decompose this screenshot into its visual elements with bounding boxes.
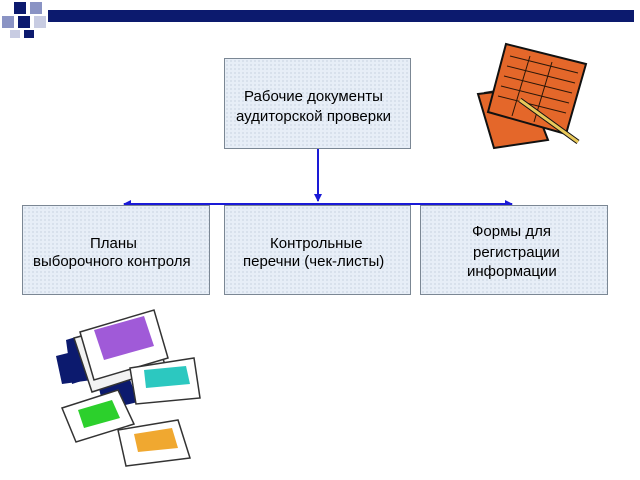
child-forms-line2: регистрации <box>473 244 560 261</box>
corner-square <box>14 2 26 14</box>
header-bar <box>48 10 634 22</box>
corner-square <box>30 2 42 14</box>
root-label-line1: Рабочие документы <box>244 88 383 105</box>
corner-square <box>18 16 30 28</box>
root-label-line2: аудиторской проверки <box>236 108 392 125</box>
child-checklists-line1: Контрольные <box>270 235 363 252</box>
child-plans-line1: Планы <box>90 235 137 252</box>
corner-square <box>24 30 34 38</box>
corner-decoration <box>2 2 46 38</box>
corner-square <box>2 16 14 28</box>
child-node-checklists: Контрольные перечни (чек-листы) <box>224 205 411 295</box>
child-forms-line3: информации <box>467 263 557 280</box>
child-node-forms: Формы для регистрации информации <box>420 205 608 295</box>
root-node: Рабочие документы аудиторской проверки <box>224 58 411 149</box>
child-plans-line2: выборочного контроля <box>33 253 191 270</box>
child-node-plans: Планы выборочного контроля <box>22 205 210 295</box>
corner-square <box>10 30 20 38</box>
child-checklists-line2: перечни (чек-листы) <box>243 253 385 270</box>
child-forms-line1: Формы для <box>472 223 551 240</box>
ledger-books-icon <box>476 42 588 150</box>
corner-square <box>34 16 46 28</box>
stacked-cards-icon <box>56 309 201 467</box>
